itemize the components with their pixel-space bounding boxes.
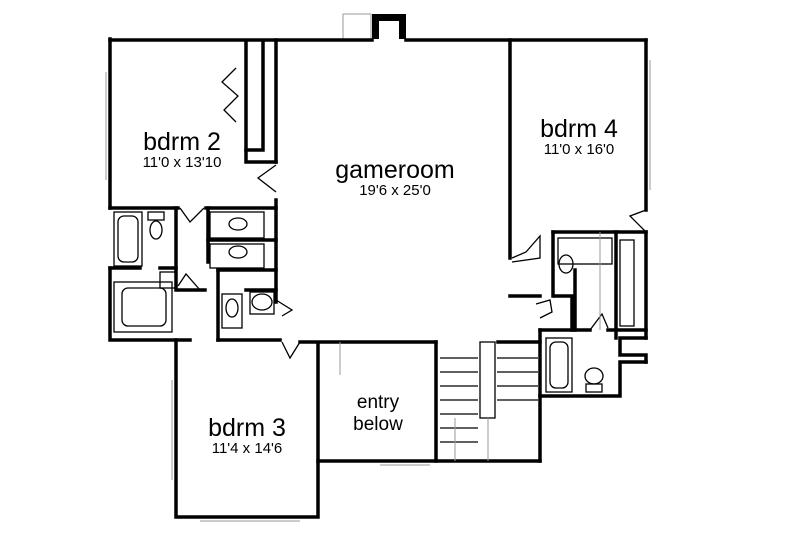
gameroom-name: gameroom [335, 156, 455, 184]
windows [105, 60, 651, 522]
entry-below-label: entry below [322, 393, 434, 434]
bedroom-2-label: bdrm 2 11'0 x 13'10 [112, 128, 252, 171]
bedroom-3-label: bdrm 3 11'4 x 14'6 [178, 414, 316, 457]
bedroom-2-size: 11'0 x 13'10 [142, 154, 222, 171]
stairs [440, 341, 538, 461]
bedroom-3-size: 11'4 x 14'6 [211, 440, 283, 457]
bedroom-2-name: bdrm 2 [143, 128, 221, 156]
gameroom-label: gameroom 19'6 x 25'0 [300, 156, 490, 199]
bedroom-4-size: 11'0 x 16'0 [543, 141, 615, 158]
entry-line-2: below [353, 414, 403, 435]
doors [177, 67, 647, 360]
interior-walls [108, 38, 648, 463]
bedroom-3-name: bdrm 3 [208, 414, 286, 442]
bedroom-4-label: bdrm 4 11'0 x 16'0 [510, 115, 648, 158]
chimney-hearth-outline [342, 13, 372, 40]
bath-fixtures [113, 211, 635, 393]
entry-line-1: entry [356, 392, 400, 413]
bedroom-4-name: bdrm 4 [540, 115, 618, 143]
gameroom-size: 19'6 x 25'0 [359, 182, 431, 199]
exterior-walls [108, 37, 648, 519]
